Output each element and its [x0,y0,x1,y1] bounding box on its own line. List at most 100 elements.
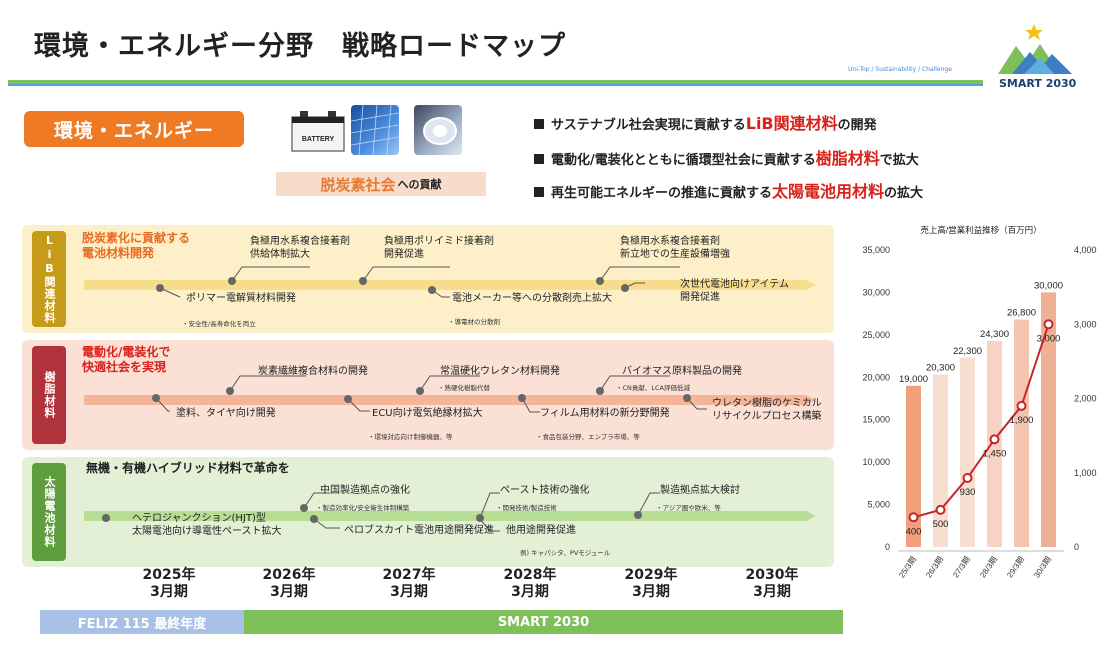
lib-item: 負極用水系複合接着剤 新立地での生産設備増強 [620,236,730,260]
y-right-tick: 0 [1074,542,1079,552]
bullet-1-text: サステナブル社会実現に貢献する [551,118,746,133]
solar-arrow [84,511,816,521]
bullet-square-icon [534,187,544,197]
resin-item: 炭素繊維複合材料の開発 [258,366,368,377]
y-right-tick: 3,000 [1074,319,1097,329]
lib-note: ・導電材の分散剤 [448,318,500,326]
x-tick-label: 27/3期 [951,555,972,579]
solar-item: ヘテロジャンクション(HJT)型 太陽電池向け導電性ペースト拡大 [132,513,282,537]
profit-label: 3,000 [1037,333,1061,344]
resin-item: 常温硬化ウレタン材料開発 [440,366,560,377]
lib-item: 電池メーカー等への分散剤売上拡大 [452,293,612,304]
year-label: 2027年 3月期 [382,567,436,600]
y-left-tick: 0 [885,542,890,552]
y-right-tick: 4,000 [1074,245,1097,255]
resin-note: ・環境対応向け制御機器、等 [368,433,453,441]
star-icon [1025,24,1043,40]
year-label: 2026年 3月期 [262,567,316,600]
roadmap-arrows [84,266,816,532]
bullet-3: 再生可能エネルギーの推進に貢献する太陽電池用材料の拡大 [534,178,923,202]
y-left-tick: 15,000 [862,415,890,425]
x-tick-label: 25/3期 [897,555,918,579]
sales-bar-label: 22,300 [953,346,982,357]
solar-note: 例) キャパシタ、PVモジュール [520,549,611,557]
profit-label: 1,450 [983,448,1007,459]
solar-item: 中国製造拠点の強化 [320,485,410,496]
lib-headline: 脱炭素化に貢献する 電池材料開発 [82,231,191,260]
y-left-tick: 25,000 [862,330,890,340]
profit-label: 1,900 [1010,415,1034,426]
lib-item: 次世代電池向けアイテム 開発促進 [680,279,789,303]
resin-arrow [84,395,816,405]
smart2030-logo [998,24,1072,74]
lib-band [22,225,834,333]
sales-bar-label: 24,300 [980,329,1009,340]
bullet-1-suffix: の開発 [837,118,877,133]
profit-label: 930 [960,487,976,498]
sales-bar-label: 19,000 [899,374,928,385]
decarb-small: への貢献 [397,178,442,191]
resin-side-label: 樹脂材料 [32,346,66,444]
resin-note: ・CN貢献、LCA評価低減 [616,384,691,392]
lib-note: ・安全性/長寿命化を両立 [182,320,256,328]
solar-note: ・アジア圏や欧米、等 [656,504,721,512]
solar-item: ペースト技術の強化 [500,485,590,496]
y-right-tick: 2,000 [1074,394,1097,404]
logo-text: SMART 2030 [999,77,1077,90]
lib-item: 負極用ポリイミド接着剤 開発促進 [384,236,494,260]
category-pill: 環境・エネルギー [24,111,244,147]
profit-point [989,434,1000,445]
lib-arrow [84,280,816,290]
feliz-plan-bar: FELIZ 115 最終年度 [40,610,244,634]
x-tick-label: 26/3期 [924,555,945,579]
bullet-square-icon [534,154,544,164]
header-divider-blue [8,84,983,86]
bullet-2-highlight: 樹脂材料 [815,149,880,168]
bullet-1-highlight: LiB関連材料 [745,114,838,133]
decarbonization-badge: 脱炭素社会 への貢献 [276,172,486,196]
lib-side-label: LiB関連材料 [32,231,66,327]
year-label: 2025年 3月期 [142,567,196,600]
solar-panel-icon [350,104,400,156]
profit-point [1043,319,1054,330]
battery-label: BATTERY [302,136,335,143]
solar-headline: 無機・有機ハイブリッド材料で革命を [86,461,290,475]
year-label: 2029年 3月期 [624,567,678,600]
y-left-tick: 10,000 [862,457,890,467]
lib-item: 負極用水系複合接着剤 供給体制拡大 [250,236,350,260]
solar-note: ・製造効率化/安全衛生体制構築 [316,504,410,512]
profit-point [908,512,919,523]
bullet-3-text: 再生可能エネルギーの推進に貢献する [551,186,773,201]
profit-label: 400 [906,526,922,537]
resin-item: バイオマス原料製品の開発 [622,366,742,377]
bullet-3-highlight: 太陽電池用材料 [772,182,885,201]
sales-bar-label: 30,000 [1034,280,1063,291]
page-title: 環境・エネルギー分野 戦略ロードマップ [34,31,566,62]
profit-point [962,472,973,483]
y-left-tick: 20,000 [862,372,890,382]
year-label: 2028年 3月期 [503,567,557,600]
resin-note: ・食品包装分野、エンプラ市場、等 [536,433,640,441]
solar-item: ペロブスカイト電池用途開発促進 [344,525,494,536]
resin-item: フィルム用材料の新分野開発 [540,408,670,419]
y-left-tick: 35,000 [862,245,890,255]
bullet-3-suffix: の拡大 [884,186,924,201]
decarb-big: 脱炭素社会 [320,175,396,194]
header-divider [8,80,983,84]
year-label: 2030年 3月期 [745,567,799,600]
resin-item: 塗料、タイヤ向け開発 [176,408,276,419]
sales-bar [906,385,921,547]
sales-bar [960,357,975,547]
headlight-icon [414,105,462,155]
y-left-tick: 5,000 [867,500,890,510]
sales-profit-chart: 売上高/営業利益推移（百万円）05,00010,00015,00020,0002… [862,225,1097,579]
profit-label: 500 [933,519,949,530]
y-right-tick: 1,000 [1074,468,1097,478]
sales-bar-label: 26,800 [1007,308,1036,319]
bullet-2-suffix: で拡大 [879,153,919,168]
sales-bar [1014,319,1029,547]
bullet-square-icon [534,119,544,129]
sales-bar [1041,292,1056,547]
resin-headline: 電動化/電装化で 快適社会を実現 [82,345,171,374]
